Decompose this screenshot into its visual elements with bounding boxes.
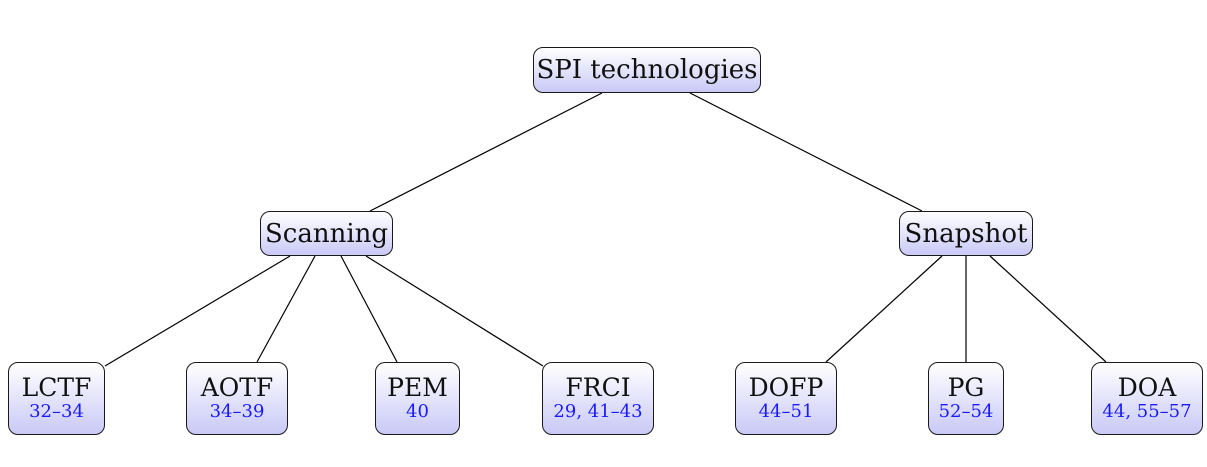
node-lctf-label: LCTF	[21, 372, 92, 402]
edge-root-scanning	[369, 92, 603, 212]
node-aotf: AOTF 34–39	[186, 362, 288, 435]
edge-snapshot-doa	[989, 255, 1107, 363]
node-aotf-refs: 34–39	[209, 400, 265, 422]
node-doa: DOA 44, 55–57	[1091, 362, 1203, 435]
edge-scanning-pem	[340, 255, 398, 363]
node-pem-refs: 40	[406, 400, 429, 422]
node-snapshot-label: Snapshot	[904, 218, 1028, 249]
node-doa-refs: 44, 55–57	[1102, 400, 1192, 422]
node-snapshot: Snapshot	[899, 211, 1033, 256]
edge-scanning-lctf	[104, 255, 291, 367]
node-pg: PG 52–54	[928, 362, 1004, 435]
edge-snapshot-dofp	[825, 255, 943, 363]
node-lctf-refs: 32–34	[29, 400, 84, 422]
node-frci-label: FRCI	[565, 372, 631, 402]
edge-root-snapshot	[689, 92, 923, 212]
node-lctf: LCTF 32–34	[8, 362, 105, 435]
node-scanning: Scanning	[260, 211, 393, 256]
node-root: SPI technologies	[533, 47, 761, 93]
node-frci: FRCI 29, 41–43	[542, 362, 654, 435]
node-frci-refs: 29, 41–43	[553, 400, 643, 422]
node-scanning-label: Scanning	[264, 218, 389, 249]
node-dofp-refs: 44–51	[758, 400, 814, 422]
edge-scanning-aotf	[256, 255, 316, 363]
edge-scanning-frci	[365, 255, 544, 367]
node-doa-label: DOA	[1117, 372, 1177, 402]
node-pg-refs: 52–54	[938, 400, 994, 422]
node-pg-label: PG	[947, 372, 985, 402]
node-pem: PEM 40	[375, 362, 460, 435]
node-dofp: DOFP 44–51	[735, 362, 837, 435]
node-dofp-label: DOFP	[748, 372, 824, 402]
node-aotf-label: AOTF	[200, 372, 274, 402]
node-root-label: SPI technologies	[536, 55, 758, 85]
node-pem-label: PEM	[387, 372, 448, 402]
